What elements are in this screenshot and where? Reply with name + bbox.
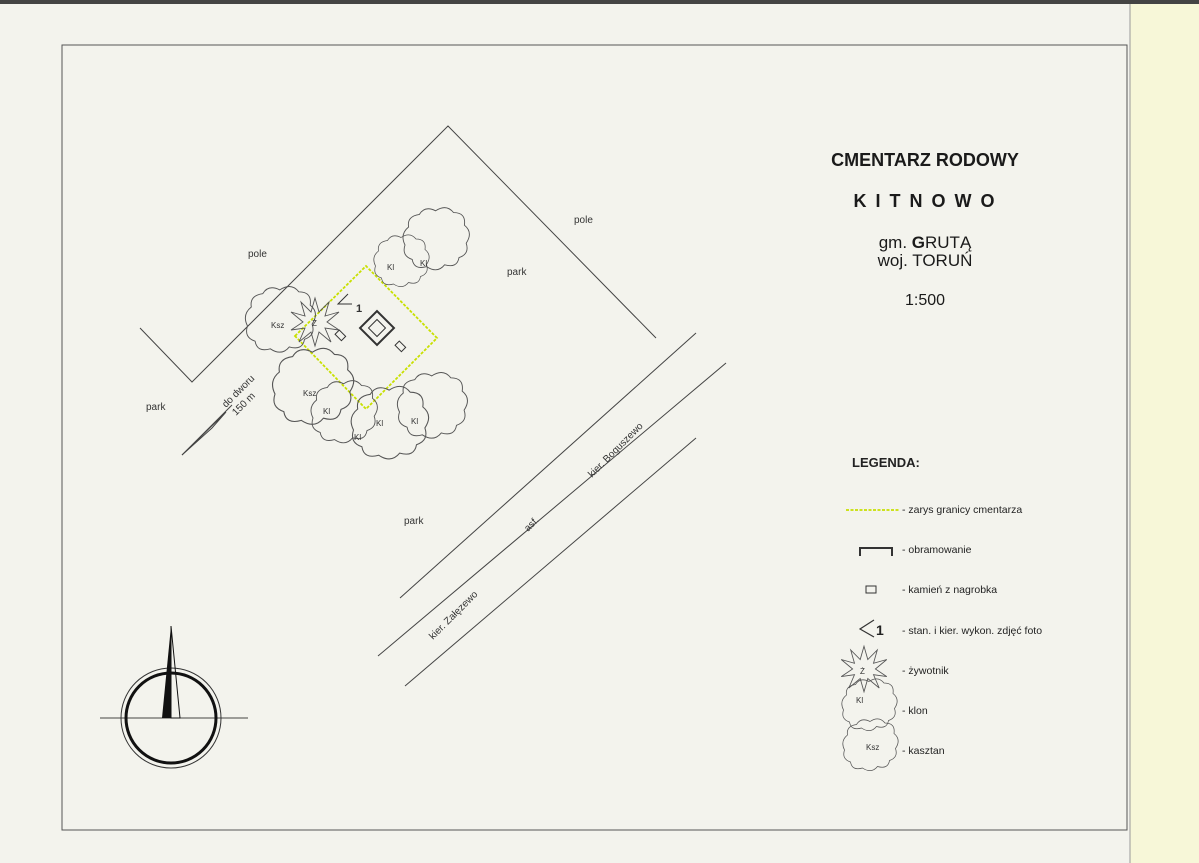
maple-tree-icon bbox=[396, 372, 468, 439]
gmina-line: gm. GRUTĄ bbox=[790, 233, 1060, 253]
label-pole-left: pole bbox=[248, 249, 267, 260]
side-strip bbox=[1130, 4, 1199, 863]
park-boundary bbox=[139, 125, 657, 383]
gmina-prefix: gm. bbox=[878, 233, 912, 252]
tree-code: Ż bbox=[860, 667, 865, 676]
label-pole-right: pole bbox=[574, 215, 593, 226]
maple-tree-icon bbox=[402, 207, 470, 271]
north-arrow-icon bbox=[100, 625, 248, 769]
stone-icon bbox=[865, 585, 877, 594]
scale-label: 1:500 bbox=[904, 292, 946, 309]
label-road-surface: asf. bbox=[522, 515, 541, 534]
legend-item-boundary: - zarys granicy cmentarza bbox=[902, 504, 1023, 516]
cemetery-boundary bbox=[293, 264, 439, 411]
tree-code: Ksz bbox=[271, 321, 284, 330]
stone-icon bbox=[394, 340, 407, 353]
chestnut-tree-icon bbox=[271, 347, 355, 425]
stone-icon bbox=[334, 329, 347, 342]
maple-tree-icon bbox=[310, 380, 378, 444]
tree-code: Ksz bbox=[303, 389, 316, 398]
manor-arrow-icon bbox=[181, 411, 227, 456]
voivodeship-line: woj. TORUŃ bbox=[877, 251, 973, 270]
tree-code: Ksz bbox=[866, 743, 879, 752]
tree-code: Kl bbox=[411, 417, 418, 426]
gmina-rest: RUTĄ bbox=[925, 233, 972, 252]
legend-item-frame: - obramowanie bbox=[902, 544, 972, 556]
frame-icon bbox=[859, 547, 893, 556]
tree-code: Kl bbox=[856, 696, 863, 705]
tree-code: Ż bbox=[312, 319, 317, 328]
map-title: CMENTARZ RODOWY bbox=[831, 150, 1019, 170]
scan-top-edge bbox=[0, 0, 1199, 4]
label-road-west: kier. Załęzewo bbox=[427, 589, 480, 642]
label-park-left: park bbox=[146, 402, 166, 413]
chestnut-tree-icon bbox=[244, 286, 316, 353]
photo-station-icon bbox=[858, 619, 875, 638]
label-park-top: park bbox=[507, 267, 527, 278]
tree-code: Kl bbox=[420, 259, 427, 268]
photo-station-icon bbox=[336, 293, 352, 305]
legend-item-photo: - stan. i kier. wykon. zdjęć foto bbox=[902, 625, 1043, 637]
legend-item-chestnut: - kasztan bbox=[902, 745, 945, 757]
tree-code: Kl bbox=[323, 407, 330, 416]
road-edge-3 bbox=[404, 437, 697, 687]
legend-item-maple: - klon bbox=[902, 705, 928, 717]
tree-code: Kl bbox=[387, 263, 394, 272]
tree-code: Kl bbox=[376, 419, 383, 428]
gmina-initial: G bbox=[911, 233, 925, 252]
label-park-bottom: park bbox=[404, 516, 424, 527]
map-frame bbox=[61, 44, 1128, 831]
label-road-east: kier. Boguszewo bbox=[586, 421, 646, 481]
label-photo-station: 1 bbox=[356, 303, 362, 315]
tree-code: Kl bbox=[354, 433, 361, 442]
legend-item-arborvitae: - żywotnik bbox=[902, 665, 949, 677]
place-name: K I T N O W O bbox=[853, 191, 997, 211]
grave-frame-icon bbox=[358, 309, 396, 347]
road-edge-1 bbox=[399, 332, 697, 599]
road-edge-2 bbox=[377, 362, 727, 657]
legend-title: LEGENDA: bbox=[852, 455, 920, 470]
legend-item-stone: - kamień z nagrobka bbox=[902, 584, 998, 596]
legend-photo-number: 1 bbox=[876, 622, 884, 638]
